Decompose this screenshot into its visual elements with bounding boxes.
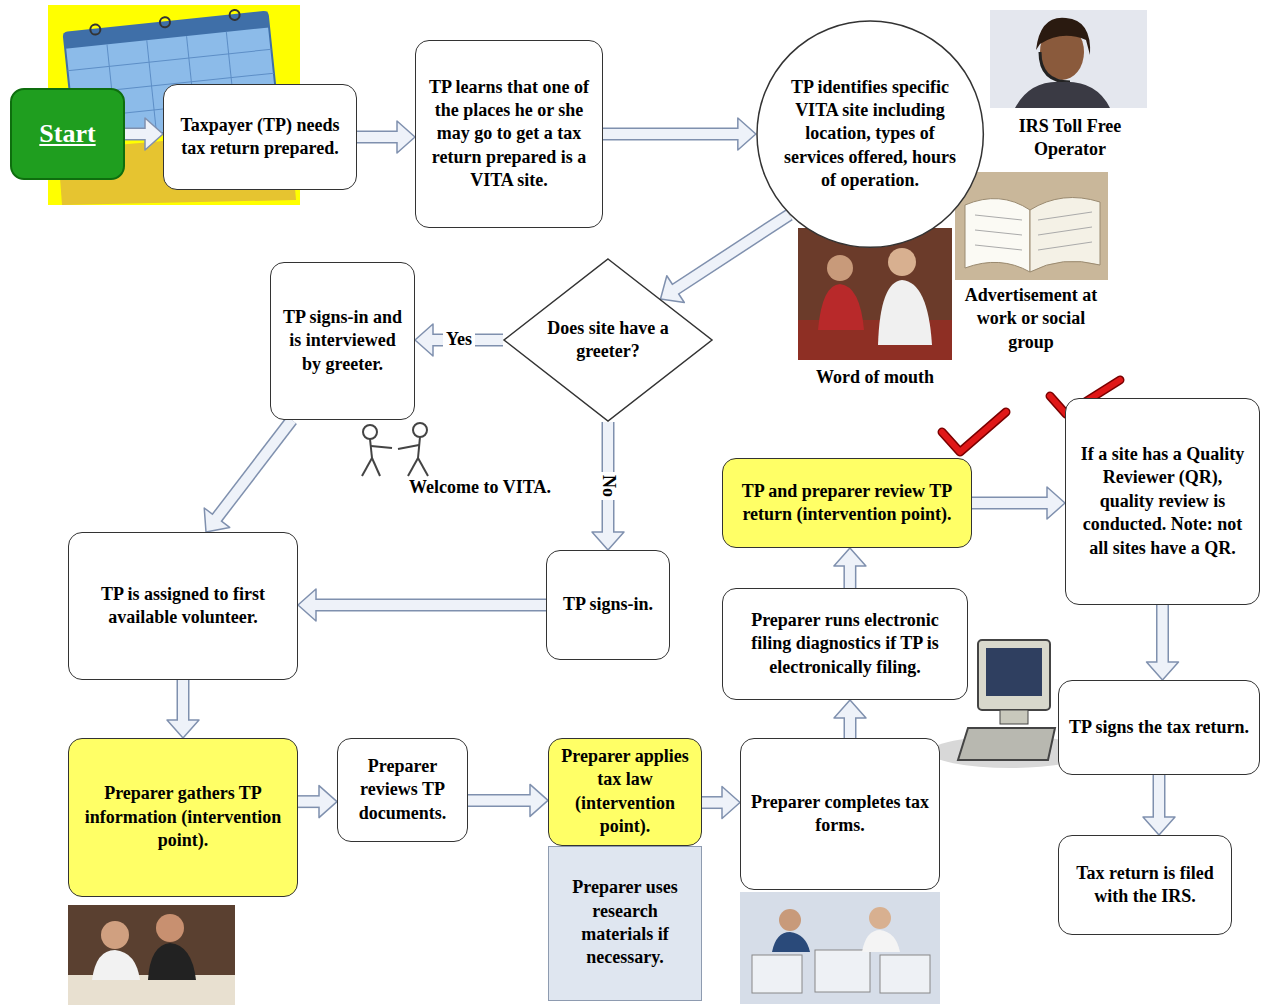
- node-text: Preparer gathers TP information (interve…: [77, 782, 289, 852]
- connector-arrow: [125, 118, 163, 150]
- process-box: Tax return is filed with the IRS.: [1058, 835, 1232, 935]
- process-box: TP is assigned to first available volunt…: [68, 532, 298, 680]
- arrow-head: [722, 787, 740, 819]
- arrow-head: [397, 121, 415, 153]
- connector-arrow: [702, 787, 740, 819]
- node-text: Preparer applies tax law (intervention p…: [557, 745, 693, 839]
- node-text: TP signs the tax return.: [1069, 716, 1249, 739]
- connector-arrow: [972, 487, 1065, 519]
- preparer-photo: [68, 905, 235, 1005]
- node-text: Start: [39, 117, 95, 151]
- process-box: Preparer reviews TP documents.: [337, 738, 468, 842]
- arrow-head: [834, 548, 866, 566]
- node-text: TP identifies specific VITA site includi…: [779, 76, 961, 193]
- connector-arrow: [167, 680, 199, 738]
- connector-arrow: [204, 420, 292, 532]
- process-box: If a site has a Quality Reviewer (QR), q…: [1065, 398, 1260, 605]
- arrow-head: [1047, 487, 1065, 519]
- node-text: Preparer uses research materials if nece…: [557, 876, 693, 970]
- greeter-figures: [362, 423, 428, 476]
- intervention-box: Preparer applies tax law (intervention p…: [548, 738, 702, 846]
- node-text: Preparer runs electronic filing diagnost…: [731, 609, 959, 679]
- arrow-head: [319, 786, 337, 818]
- arrow-head: [415, 324, 433, 356]
- decision-diamond: Does site have a greeter?: [503, 258, 713, 422]
- process-box: TP signs-in and is interviewed by greete…: [270, 262, 415, 420]
- arrow-head: [592, 532, 624, 550]
- process-box: Preparer runs electronic filing diagnost…: [722, 588, 968, 700]
- connector-arrow: [468, 784, 548, 816]
- node-text: TP and preparer review TP return (interv…: [731, 480, 963, 527]
- process-box: Taxpayer (TP) needs tax return prepared.: [163, 84, 357, 190]
- arrow-shaft-fill: [845, 716, 855, 738]
- caption-label: Advertisement at work or social group: [955, 284, 1107, 354]
- connector-arrow: [298, 589, 546, 621]
- process-box: TP signs the tax return.: [1058, 680, 1260, 775]
- connector-arrow: [834, 548, 866, 588]
- operator-photo: [990, 10, 1147, 108]
- connector-arrow: [661, 215, 790, 303]
- caption-label: IRS Toll Free Operator: [990, 115, 1150, 162]
- note-box: Preparer uses research materials if nece…: [548, 846, 702, 1001]
- diamond-outline: [503, 258, 713, 422]
- arrow-head: [167, 720, 199, 738]
- arrow-head: [530, 784, 548, 816]
- node-text: If a site has a Quality Reviewer (QR), q…: [1074, 443, 1251, 560]
- connector-arrow: [592, 422, 624, 550]
- process-box: TP signs-in.: [546, 550, 670, 660]
- connector-arrow: [357, 121, 415, 153]
- edge-label: Yes: [443, 328, 475, 351]
- node-text: TP signs-in.: [563, 593, 653, 616]
- arrow-shaft-fill: [357, 132, 399, 142]
- arrow-head: [1147, 662, 1179, 680]
- arrow-shaft-fill: [1158, 605, 1168, 664]
- caption-label: Welcome to VITA.: [385, 476, 575, 499]
- node-text: Taxpayer (TP) needs tax return prepared.: [172, 114, 348, 161]
- intervention-box: TP and preparer review TP return (interv…: [722, 458, 972, 548]
- arrow-shaft-fill: [314, 600, 546, 610]
- node-text: TP learns that one of the places he or s…: [424, 76, 594, 193]
- intervention-box: Preparer gathers TP information (interve…: [68, 738, 298, 897]
- arrow-head: [1143, 817, 1175, 835]
- arrow-shaft-fill: [702, 798, 724, 808]
- arrow-shaft-fill: [674, 215, 789, 290]
- arrow-head: [834, 700, 866, 718]
- node-text: Preparer completes tax forms.: [749, 791, 931, 838]
- node-text: Does site have a greeter?: [543, 317, 673, 364]
- arrow-shaft-fill: [603, 129, 740, 139]
- arrow-shaft-fill: [1154, 775, 1164, 819]
- connector-arrow: [834, 700, 866, 738]
- computer-class-photo: [740, 892, 940, 1004]
- node-text: Tax return is filed with the IRS.: [1067, 862, 1223, 909]
- arrow-shaft-fill: [298, 797, 321, 807]
- edge-label: No: [596, 472, 619, 500]
- arrow-shaft-fill: [468, 795, 532, 805]
- arrow-head: [145, 118, 163, 150]
- connector-arrow: [603, 118, 756, 150]
- process-box: Preparer completes tax forms.: [740, 738, 940, 890]
- arrow-shaft-fill: [125, 129, 147, 139]
- process-circle: TP identifies specific VITA site includi…: [756, 20, 984, 248]
- arrow-shaft-fill: [845, 564, 855, 588]
- process-box: TP learns that one of the places he or s…: [415, 40, 603, 228]
- caption-label: Word of mouth: [815, 366, 935, 389]
- node-text: Preparer reviews TP documents.: [346, 755, 459, 825]
- advertisement-photo: [955, 172, 1108, 280]
- arrow-head: [298, 589, 316, 621]
- arrow-head: [738, 118, 756, 150]
- arrow-shaft-fill: [972, 498, 1049, 508]
- connector-arrow: [1147, 605, 1179, 680]
- connector-arrow: [298, 786, 337, 818]
- node-text: TP is assigned to first available volunt…: [77, 583, 289, 630]
- start-button: Start: [10, 88, 125, 180]
- connector-arrow: [1143, 775, 1175, 835]
- connector-arrow: [415, 324, 503, 356]
- node-text: TP signs-in and is interviewed by greete…: [279, 306, 406, 376]
- arrow-shaft-fill: [216, 420, 292, 519]
- arrow-shaft-fill: [178, 680, 188, 722]
